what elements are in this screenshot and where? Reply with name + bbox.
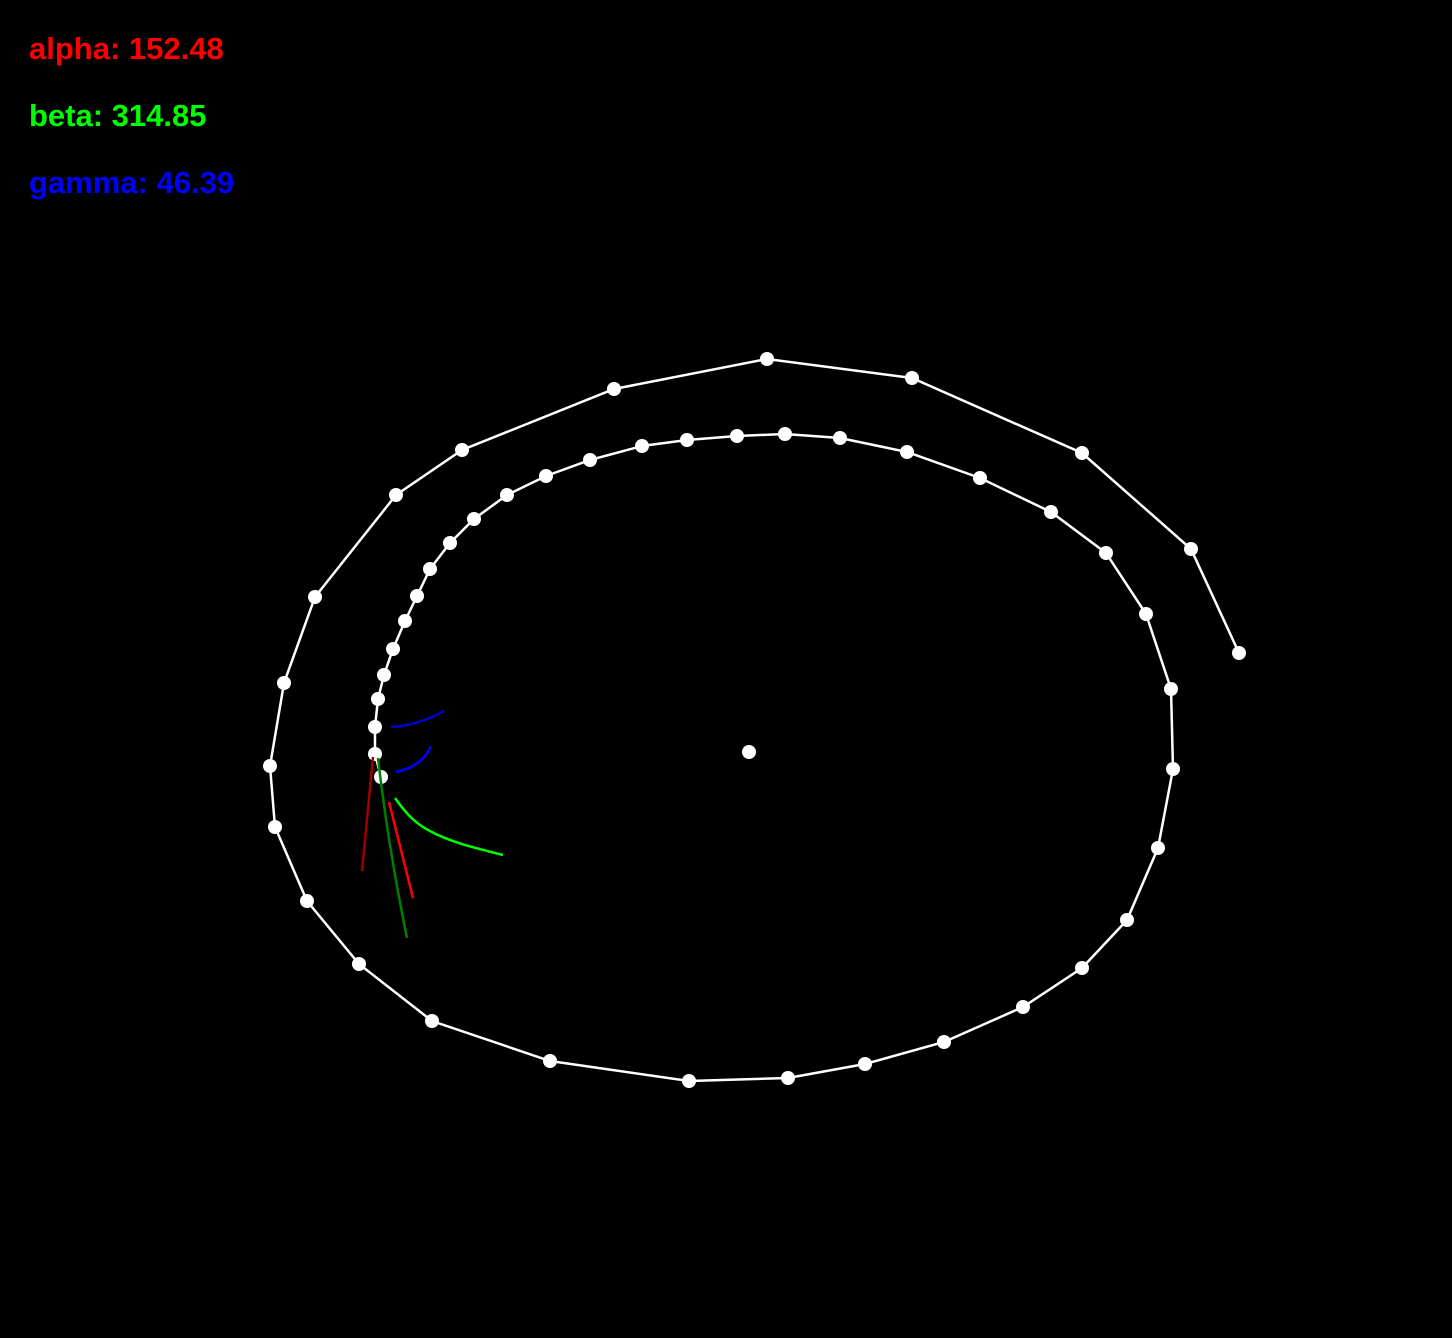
red-axis-line bbox=[387, 801, 415, 899]
trajectory-point bbox=[368, 747, 382, 761]
trajectory-point bbox=[263, 759, 277, 773]
trajectory-point bbox=[1139, 607, 1153, 621]
alpha-readout: alpha: 152.48 bbox=[29, 31, 224, 66]
trajectory-point bbox=[900, 445, 914, 459]
trajectory-point bbox=[1075, 961, 1089, 975]
dark-red-axis-line bbox=[360, 756, 375, 872]
trajectory-point bbox=[1166, 762, 1180, 776]
trajectory-point bbox=[1016, 1000, 1030, 1014]
trajectory-point bbox=[680, 433, 694, 447]
trajectory-point bbox=[778, 427, 792, 441]
trajectory-point bbox=[1164, 682, 1178, 696]
trajectory-point bbox=[635, 439, 649, 453]
trajectory-point bbox=[1099, 546, 1113, 560]
trajectory-point bbox=[308, 590, 322, 604]
trajectory-point bbox=[730, 429, 744, 443]
trajectory-point bbox=[781, 1071, 795, 1085]
trajectory-point bbox=[937, 1035, 951, 1049]
trajectory-point bbox=[352, 957, 366, 971]
trajectory-path bbox=[268, 357, 1241, 1083]
trajectory-point bbox=[371, 692, 385, 706]
trajectory-point bbox=[973, 471, 987, 485]
center-point bbox=[742, 745, 756, 759]
trajectory-point bbox=[1075, 446, 1089, 460]
trajectory-point bbox=[386, 642, 400, 656]
blue-axis-curve-lower bbox=[395, 745, 433, 774]
trajectory-point bbox=[543, 1054, 557, 1068]
trajectory bbox=[263, 352, 1246, 1088]
trajectory-point bbox=[500, 488, 514, 502]
trajectory-point bbox=[467, 512, 481, 526]
trajectory-point bbox=[1184, 542, 1198, 556]
beta-readout: beta: 314.85 bbox=[29, 98, 207, 133]
trajectory-point bbox=[389, 488, 403, 502]
trajectory-point bbox=[425, 1014, 439, 1028]
trajectory-point bbox=[368, 720, 382, 734]
trajectory-point bbox=[300, 894, 314, 908]
trajectory-point bbox=[539, 469, 553, 483]
trajectory-point bbox=[905, 371, 919, 385]
trajectory-point bbox=[607, 382, 621, 396]
trajectory-point bbox=[583, 453, 597, 467]
trajectory-point bbox=[760, 352, 774, 366]
trajectory-point bbox=[1120, 913, 1134, 927]
trajectory-point bbox=[277, 676, 291, 690]
trajectory-point bbox=[455, 443, 469, 457]
trajectory-point bbox=[1044, 505, 1058, 519]
trajectory-point bbox=[443, 536, 457, 550]
trajectory-point bbox=[858, 1057, 872, 1071]
blue-axis-curve-upper bbox=[390, 709, 445, 729]
trajectory-point bbox=[410, 589, 424, 603]
trajectory-point bbox=[1232, 646, 1246, 660]
trajectory-point bbox=[1151, 841, 1165, 855]
trajectory-point bbox=[833, 431, 847, 445]
dark-green-axis-line bbox=[376, 757, 409, 939]
green-axis-curve bbox=[393, 797, 504, 857]
trajectory-point bbox=[682, 1074, 696, 1088]
trajectory-point bbox=[398, 614, 412, 628]
trajectory-point bbox=[268, 820, 282, 834]
gamma-readout: gamma: 46.39 bbox=[29, 165, 235, 200]
trajectory-point bbox=[377, 668, 391, 682]
orientation-axes bbox=[360, 709, 504, 939]
trajectory-point bbox=[423, 562, 437, 576]
